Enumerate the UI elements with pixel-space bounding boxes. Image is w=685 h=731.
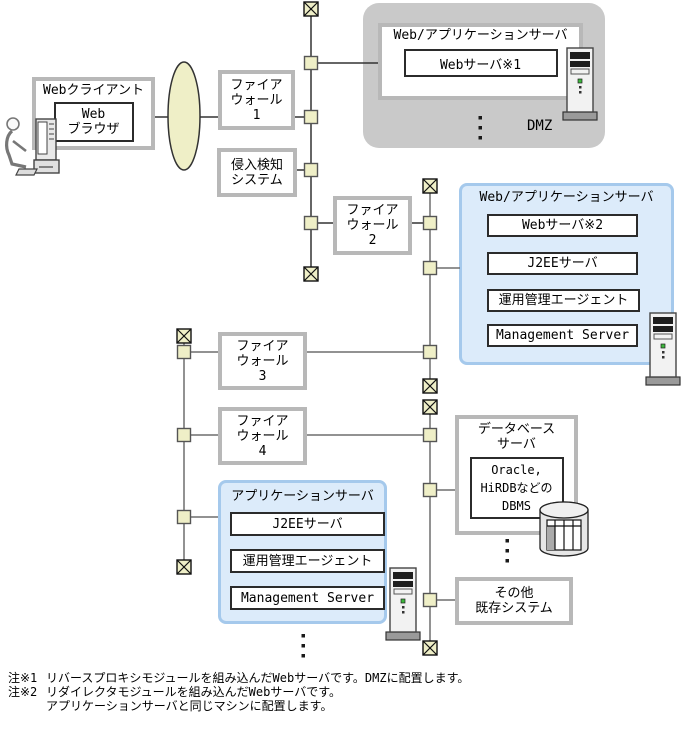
ops-agent-box-1: 運用管理エージェント xyxy=(487,289,640,312)
ellipsis-dots-db xyxy=(505,539,509,563)
webapp-server-title: Web/アプリケーションサーバ xyxy=(479,190,654,205)
dmz-webapp-server-title: Web/アプリケーションサーバ xyxy=(393,28,568,43)
firewall4-label: ファイア ウォール 4 xyxy=(236,413,289,459)
server-tower-icon-app xyxy=(385,567,421,641)
footnote-2-text: リダイレクタモジュールを組み込んだWebサーバです。 アプリケーションサーバと同… xyxy=(46,685,342,713)
footnote-2-label: 注※2 xyxy=(8,685,38,699)
desktop-unit-icon xyxy=(33,159,60,174)
firewall2-box: ファイア ウォール 2 xyxy=(333,196,412,255)
other-systems-label: その他 既存システム xyxy=(475,586,553,616)
j2ee-server-box-2: J2EEサーバ xyxy=(230,512,385,536)
firewall3-box: ファイア ウォール 3 xyxy=(218,332,307,390)
network-line-ellipse xyxy=(167,61,201,171)
dmz-label: DMZ xyxy=(527,118,553,134)
intrusion-detection-box: 侵入検知 システム xyxy=(217,148,297,197)
firewall4-box: ファイア ウォール 4 xyxy=(218,407,307,465)
footnote-1-text: リバースプロキシモジュールを組み込んだWebサーバです。DMZに配置します。 xyxy=(46,671,470,685)
web-server-1-box: Webサーバ※1 xyxy=(403,49,558,77)
database-server-title: データベース サーバ xyxy=(477,422,556,452)
footnote-1-label: 注※1 xyxy=(8,671,38,685)
intrusion-detection-label: 侵入検知 システム xyxy=(230,157,283,188)
firewall1-label: ファイア ウォール 1 xyxy=(230,77,283,123)
ops-agent-box-2: 運用管理エージェント xyxy=(230,549,385,573)
footnote-2: 注※2 リダイレクタモジュールを組み込んだWebサーバです。 アプリケーションサ… xyxy=(8,685,680,713)
management-server-box-1: Management Server xyxy=(487,324,638,347)
app-server-title: アプリケーションサーバ xyxy=(231,489,374,504)
web-client-title: Webクライアント xyxy=(43,83,144,98)
dbms-box: Oracle, HiRDBなどの DBMS xyxy=(469,457,564,519)
firewall2-label: ファイア ウォール 2 xyxy=(346,203,399,248)
firewall1-box: ファイア ウォール 1 xyxy=(218,70,295,130)
dmz-webapp-server-box: Web/アプリケーションサーバ Webサーバ※1 xyxy=(378,23,583,100)
ellipsis-dots-app xyxy=(301,634,305,658)
database-server-box: データベース サーバ Oracle, HiRDBなどの DBMS xyxy=(455,415,578,535)
firewall3-label: ファイア ウォール 3 xyxy=(236,338,289,384)
j2ee-server-box-1: J2EEサーバ xyxy=(487,252,638,275)
web-browser-box: Web ブラウザ xyxy=(53,102,134,142)
footnotes: 注※1 リバースプロキシモジュールを組み込んだWebサーバです。DMZに配置しま… xyxy=(8,671,680,713)
web-client-box: Webクライアント Web ブラウザ xyxy=(32,77,155,150)
other-systems-box: その他 既存システム xyxy=(455,577,573,625)
keyboard-icon xyxy=(15,168,38,176)
web-server-2-box: Webサーバ※2 xyxy=(487,214,638,237)
management-server-box-2: Management Server xyxy=(230,586,385,610)
footnote-1: 注※1 リバースプロキシモジュールを組み込んだWebサーバです。DMZに配置しま… xyxy=(8,671,680,685)
